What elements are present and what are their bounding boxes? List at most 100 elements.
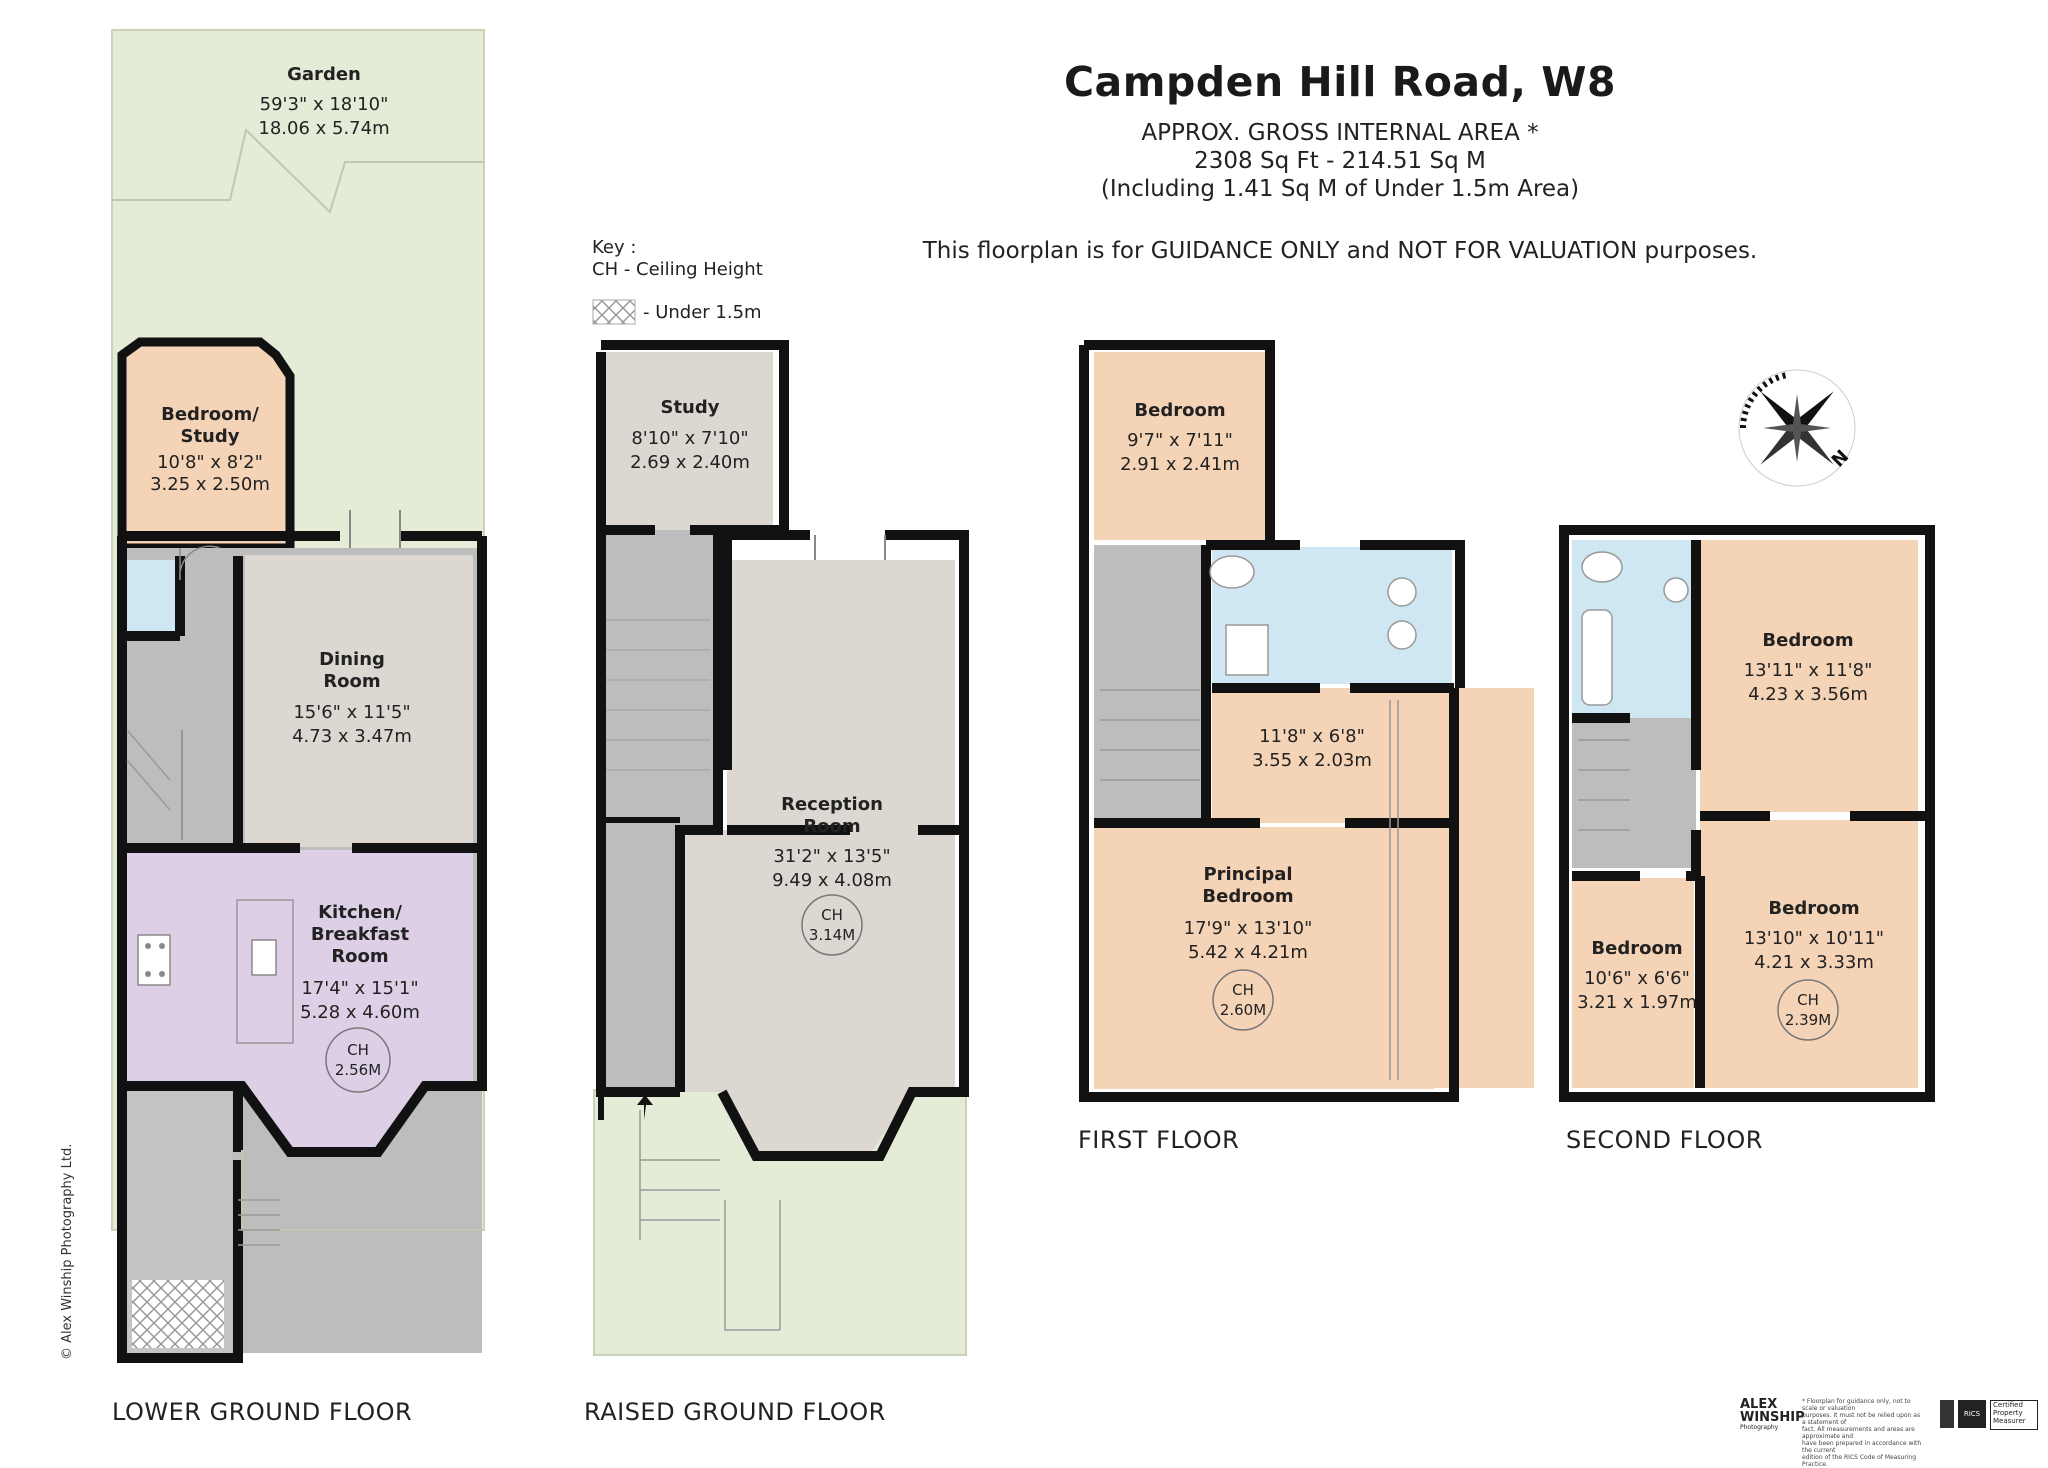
study-metric: 2.69 x 2.40m [630, 452, 750, 473]
bedroom-study-metric: 3.25 x 2.50m [150, 474, 270, 495]
kitchen-label-3: Room [331, 946, 388, 967]
raised-ground-floor-plan [593, 340, 969, 1356]
logo-line-1: ALEX [1740, 1397, 1778, 1412]
copyright-notice: © Alex Winship Photography Ltd. [60, 1143, 75, 1360]
reception-ch-label: CH [821, 906, 843, 924]
alex-winship-logo: ALEX WINSHIP Photography [1740, 1398, 1805, 1432]
wc-room [127, 560, 177, 632]
principal-ch-circle [1212, 969, 1274, 1031]
area-heading: APPROX. GROSS INTERNAL AREA * [1141, 120, 1539, 146]
disclaimer-line-4: have been prepared in accordance with th… [1802, 1440, 1922, 1454]
reception-label-2: Room [803, 816, 860, 837]
dressing-metric: 3.55 x 2.03m [1252, 750, 1372, 771]
cpm-line-3: Measurer [1993, 1417, 2026, 1425]
dressing-area [1212, 688, 1434, 823]
certified-property-measurer-badge: Certified Property Measurer [1990, 1400, 2038, 1430]
second-bedroom-2-ch-value: 2.39M [1785, 1011, 1831, 1029]
kitchen-imperial: 17'4" x 15'1" [301, 978, 418, 999]
principal-imperial: 17'9" x 13'10" [1184, 918, 1313, 939]
second-landing-stairs [1572, 718, 1696, 868]
cpm-line-2: Property [1993, 1409, 2023, 1417]
kitchen-ch-circle [325, 1027, 391, 1093]
garden-metric: 18.06 x 5.74m [258, 118, 389, 139]
study-imperial: 8'10" x 7'10" [631, 428, 748, 449]
cpm-line-1: Certified [1993, 1401, 2023, 1409]
disclaimer-line-3: fact. All measurements and areas are app… [1802, 1426, 1915, 1440]
dining-imperial: 15'6" x 11'5" [293, 702, 410, 723]
raised-ground-floor-label: RAISED GROUND FLOOR [584, 1398, 886, 1426]
reception-metric: 9.49 x 4.08m [772, 870, 892, 891]
key-ceiling-height: CH - Ceiling Height [592, 259, 763, 280]
dining-label-2: Room [323, 671, 380, 692]
principal-metric: 5.42 x 4.21m [1188, 942, 1308, 963]
first-bedroom-room [1094, 352, 1265, 540]
page-title: Campden Hill Road, W8 [1063, 58, 1617, 106]
study-label: Study [660, 397, 719, 418]
key-under-height: - Under 1.5m [643, 302, 762, 323]
reception-label-1: Reception [781, 794, 883, 815]
reception-room [680, 560, 955, 1157]
reception-ch-value: 3.14M [809, 926, 855, 944]
second-bedroom-3-imperial: 10'6" x 6'6" [1584, 968, 1690, 989]
principal-label-2: Bedroom [1202, 886, 1293, 907]
compass-rose: N [1738, 369, 1856, 487]
second-bedroom-1-imperial: 13'11" x 11'8" [1744, 660, 1873, 681]
garden-imperial: 59'3" x 18'10" [260, 94, 389, 115]
first-floor-label: FIRST FLOOR [1078, 1126, 1240, 1154]
guidance-note: This floorplan is for GUIDANCE ONLY and … [922, 238, 1758, 264]
disclaimer-line-1: * Floorplan for guidance only, not to sc… [1802, 1398, 1911, 1412]
disclaimer-text: * Floorplan for guidance only, not to sc… [1802, 1398, 1922, 1468]
principal-ch-value: 2.60M [1220, 1001, 1266, 1019]
kitchen-label-1: Kitchen/ [318, 902, 402, 923]
kitchen-label-2: Breakfast [311, 924, 410, 945]
second-bedroom-2-room [1700, 820, 1918, 1088]
dining-metric: 4.73 x 3.47m [292, 726, 412, 747]
principal-bedroom-room [1094, 827, 1434, 1089]
bedroom-study-room [122, 342, 290, 548]
second-bedroom-3-metric: 3.21 x 1.97m [1577, 992, 1697, 1013]
rics-mark-icon [1940, 1400, 1954, 1428]
second-bedroom-2-imperial: 13'10" x 10'11" [1744, 928, 1884, 949]
bedroom-study-imperial: 10'8" x 8'2" [157, 452, 263, 473]
study-room [601, 352, 773, 530]
kitchen-ch-value: 2.56M [335, 1061, 381, 1079]
second-bedroom-1-room [1700, 540, 1918, 812]
area-value: 2308 Sq Ft - 214.51 Sq M [1194, 148, 1486, 174]
logo-line-2: WINSHIP [1740, 1410, 1805, 1425]
principal-ch-label: CH [1232, 981, 1254, 999]
second-bedroom-2-ch-circle [1777, 979, 1839, 1041]
compass-north-letter: N [1828, 446, 1854, 472]
disclaimer-line-2: purposes. It must not be relied upon as … [1802, 1412, 1921, 1426]
principal-label-1: Principal [1203, 864, 1292, 885]
key-hatch-swatch [592, 299, 636, 325]
bedroom-study-label-2: Study [180, 426, 239, 447]
first-floor-plan [1079, 340, 1534, 1102]
kitchen-breakfast-room [127, 850, 473, 1152]
dining-label-1: Dining [319, 649, 385, 670]
second-floor-label: SECOND FLOOR [1566, 1126, 1763, 1154]
lower-ground-floor-label: LOWER GROUND FLOOR [112, 1398, 413, 1426]
dressing-imperial: 11'8" x 6'8" [1259, 726, 1365, 747]
lower-ground-floor-plan [111, 29, 487, 1363]
logo-tagline: Photography [1740, 1424, 1779, 1431]
second-bedroom-1-label: Bedroom [1762, 630, 1853, 651]
second-floor-plan [1559, 525, 1935, 1102]
first-bedroom-imperial: 9'7" x 7'11" [1127, 430, 1233, 451]
second-bedroom-3-room [1572, 878, 1694, 1088]
second-bedroom-2-metric: 4.21 x 3.33m [1754, 952, 1874, 973]
dining-room [245, 555, 473, 847]
kitchen-ch-label: CH [347, 1041, 369, 1059]
key-heading: Key : [592, 237, 637, 258]
area-note: (Including 1.41 Sq M of Under 1.5m Area) [1100, 176, 1580, 202]
rics-badge: RICS [1958, 1400, 1986, 1428]
first-landing-stairs [1094, 545, 1206, 823]
reception-ch-circle [801, 894, 863, 956]
under-height-storage [132, 1280, 224, 1348]
second-bedroom-2-ch-label: CH [1797, 991, 1819, 1009]
second-bedroom-1-metric: 4.23 x 3.56m [1748, 684, 1868, 705]
first-bedroom-label: Bedroom [1134, 400, 1225, 421]
second-bedroom-3-label: Bedroom [1591, 938, 1682, 959]
bedroom-study-label-1: Bedroom/ [161, 404, 259, 425]
reception-imperial: 31'2" x 13'5" [773, 846, 890, 867]
